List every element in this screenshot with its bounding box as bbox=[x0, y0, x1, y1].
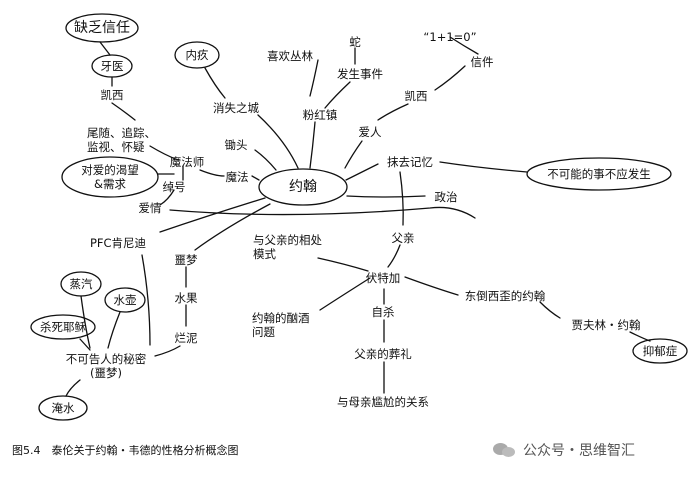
node-yayi: 牙医 bbox=[100, 59, 124, 73]
node-futejia: 伏特加 bbox=[365, 271, 401, 285]
watermark: 公众号・思维智汇 bbox=[493, 440, 635, 460]
node-yanshui: 淹水 bbox=[51, 401, 75, 415]
ellipse-shuihu bbox=[104, 287, 146, 313]
node-lanni: 烂泥 bbox=[174, 331, 198, 345]
node-xinjian: 信件 bbox=[470, 55, 494, 69]
node-fuqin: 父亲 bbox=[391, 231, 415, 245]
node-chuohao: 绰号 bbox=[162, 180, 186, 194]
node-weisui: 尾随、追踪、 监视、怀疑 bbox=[87, 126, 156, 154]
ellipse-queji bbox=[65, 13, 139, 43]
ellipse-shasi bbox=[30, 314, 96, 340]
node-shasi: 杀死耶稣 bbox=[40, 320, 86, 334]
node-kaixi-1: 凯西 bbox=[100, 88, 124, 102]
ellipse-yuehan bbox=[258, 168, 348, 206]
node-zisha: 自杀 bbox=[371, 305, 395, 319]
node-she: 蛇 bbox=[349, 35, 361, 49]
node-yijiayi: “1+1=0” bbox=[423, 30, 477, 44]
node-xihuan: 喜欢丛林 bbox=[267, 49, 313, 63]
node-yiyu: 抑郁症 bbox=[642, 344, 678, 358]
node-neijiu: 内疚 bbox=[185, 48, 209, 62]
node-fenhong: 粉红镇 bbox=[302, 108, 338, 122]
node-mojie: 抹去记忆 bbox=[387, 155, 433, 169]
node-yuehan: 约翰 bbox=[289, 179, 317, 195]
node-queji: 缺乏信任 bbox=[74, 20, 130, 36]
node-mimi: 不可告人的秘密 (噩梦) bbox=[65, 352, 147, 380]
node-jiafu: 贾夫林・约翰 bbox=[571, 318, 641, 332]
ellipse-yiyu bbox=[632, 338, 688, 364]
node-xujiu: 约翰的酗酒 问题 bbox=[252, 311, 310, 339]
node-kaixi-2: 凯西 bbox=[404, 89, 428, 103]
node-kewang: 对爱的渴望 &需求 bbox=[81, 163, 139, 191]
node-mofashi: 魔法师 bbox=[169, 155, 205, 169]
node-zhengzhi: 政治 bbox=[434, 190, 458, 204]
node-xiangchu: 与父亲的相处 模式 bbox=[253, 233, 322, 261]
node-mofa: 魔法 bbox=[225, 170, 249, 184]
node-chutou: 锄头 bbox=[224, 138, 248, 152]
ellipse-yanshui bbox=[38, 395, 88, 421]
node-airen: 爱人 bbox=[358, 125, 382, 139]
watermark-text: 公众号・思维智汇 bbox=[523, 443, 635, 459]
node-bukeneng: 不可能的事不应发生 bbox=[547, 167, 651, 181]
node-dongdao: 东倒西歪的约翰 bbox=[464, 289, 546, 303]
node-pfc: PFC肯尼迪 bbox=[89, 236, 147, 250]
node-fasheng: 发生事件 bbox=[337, 67, 383, 81]
node-aiqing: 爱情 bbox=[138, 201, 162, 215]
ellipse-bukeneng bbox=[526, 157, 672, 191]
ellipse-neijiu bbox=[174, 41, 220, 69]
node-shuihu: 水壶 bbox=[113, 293, 137, 307]
node-zhengqi: 蒸汽 bbox=[69, 277, 93, 291]
node-zangli: 父亲的葬礼 bbox=[354, 347, 412, 361]
figure-caption: 图5.4 泰伦关于约翰・韦德的性格分析概念图 bbox=[12, 444, 239, 457]
wechat-icon bbox=[493, 441, 517, 459]
node-xiaoshi: 消失之城 bbox=[213, 101, 259, 115]
node-emeng: 噩梦 bbox=[174, 253, 198, 267]
ellipse-kewang bbox=[61, 156, 159, 198]
node-shuiguo: 水果 bbox=[174, 291, 198, 305]
node-mugan: 与母亲尴尬的关系 bbox=[337, 395, 429, 409]
